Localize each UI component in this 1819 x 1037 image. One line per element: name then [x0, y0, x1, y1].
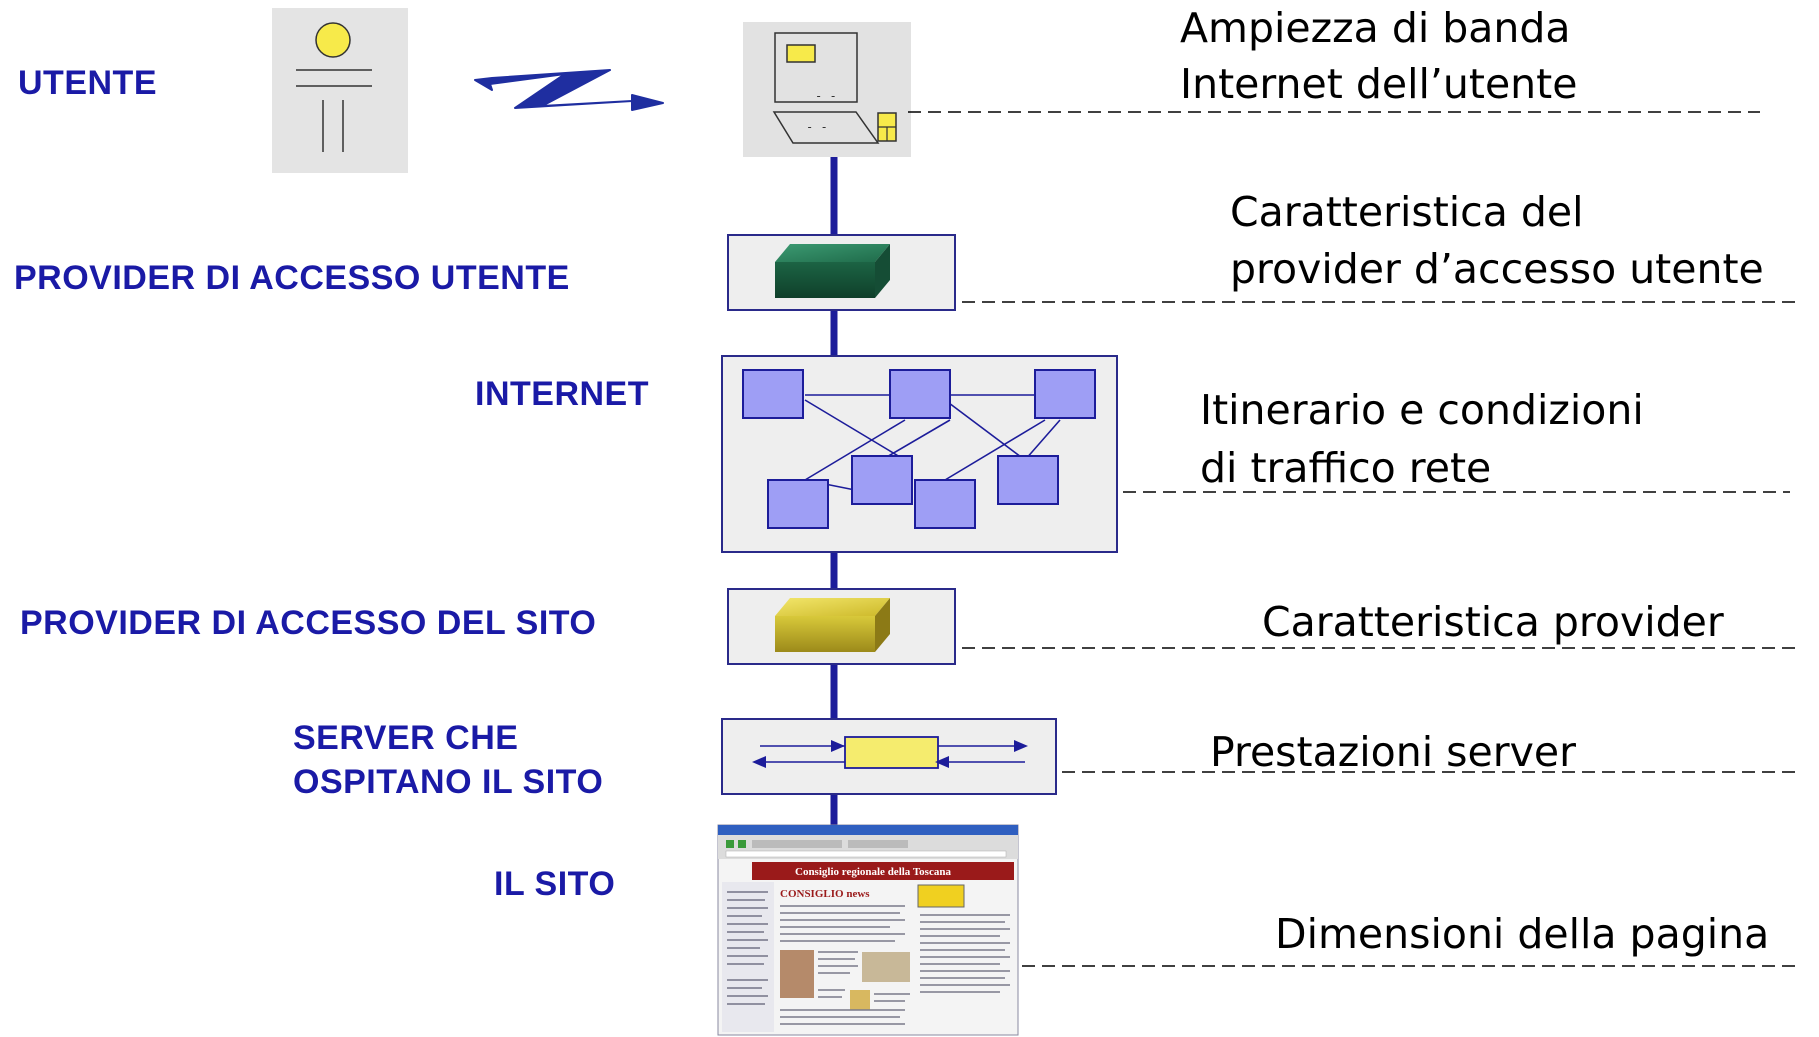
label-utente: UTENTE — [18, 64, 157, 102]
thumbnail-news-title: CONSIGLIO news — [780, 888, 870, 900]
network-node-3 — [1034, 369, 1096, 419]
browser-page-icon: Consiglio regionale della Toscana CONSIG… — [717, 824, 1019, 1036]
svg-text:- -: - - — [806, 120, 828, 134]
network-topology — [742, 369, 1096, 529]
network-node-5 — [997, 455, 1059, 505]
person-icon — [272, 8, 408, 173]
thumbnail-banner: Consiglio regionale della Toscana — [795, 866, 951, 878]
network-node-7 — [914, 479, 976, 529]
label-server-line2: OSPITANO IL SITO — [293, 763, 603, 801]
desc-internet-line1: Itinerario e condizioni — [1200, 386, 1644, 434]
desc-bandwidth-line2: Internet dell’utente — [1180, 60, 1577, 108]
desc-site: Dimensioni della pagina — [1275, 910, 1769, 958]
desc-user-provider-line2: provider d’accesso utente — [1230, 245, 1764, 293]
label-provider-accesso-utente: PROVIDER DI ACCESSO UTENTE — [14, 259, 570, 297]
svg-text:- -: - - — [815, 89, 837, 103]
laptop-icon: - - - - — [743, 22, 911, 157]
desc-servers: Prestazioni server — [1210, 728, 1576, 776]
desc-internet-line2: di traffico rete — [1200, 444, 1491, 492]
network-node-4 — [851, 455, 913, 505]
label-il-sito: IL SITO — [494, 865, 615, 903]
network-device-icon — [775, 244, 890, 298]
network-device-icon — [775, 598, 890, 652]
desc-bandwidth-line1: Ampiezza di banda — [1180, 4, 1571, 52]
wireless-link-icon — [474, 69, 664, 111]
label-provider-accesso-sito: PROVIDER DI ACCESSO DEL SITO — [20, 604, 596, 642]
label-server-line1: SERVER CHE — [293, 719, 518, 757]
network-node-2 — [889, 369, 951, 419]
network-node-6 — [767, 479, 829, 529]
label-internet: INTERNET — [475, 375, 649, 413]
server-icon — [752, 736, 1028, 769]
desc-user-provider-line1: Caratteristica del — [1230, 188, 1584, 236]
network-node-1 — [742, 369, 804, 419]
desc-site-provider: Caratteristica provider — [1262, 598, 1724, 646]
